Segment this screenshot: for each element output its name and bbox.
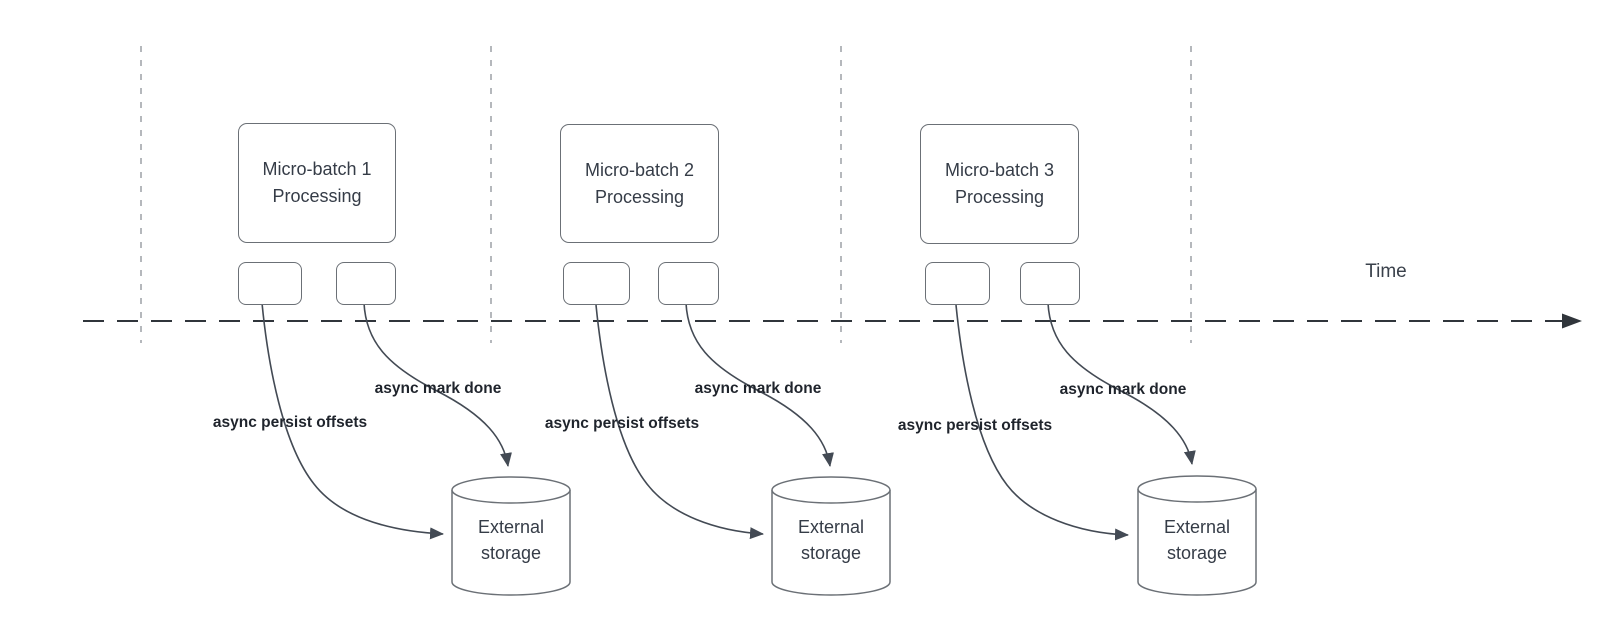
external-storage-label-3: External storage	[1163, 517, 1231, 563]
persist-offsets-label-1: async persist offsets	[212, 414, 368, 431]
offset-chip-1a	[238, 262, 302, 305]
offset-chip-3b	[1020, 262, 1080, 305]
persist-offsets-arrow-2	[595, 304, 764, 540]
storage-cylinder-3	[1137, 475, 1257, 596]
mark-done-arrow-1	[363, 302, 512, 467]
offset-chip-2b	[658, 262, 719, 305]
micro-batch-1-processing-label: Micro-batch 1 Processing	[262, 159, 372, 206]
offset-chip-3a	[925, 262, 990, 305]
micro-batch-2-processing-box: Micro-batch 2 Processing	[560, 124, 719, 243]
mark-done-arrow-2	[685, 302, 834, 467]
persist-offsets-arrow-1	[261, 302, 444, 540]
persist-offsets-arrow-3	[955, 304, 1129, 541]
micro-batch-3-processing-label: Micro-batch 3 Processing	[944, 160, 1055, 207]
timeline-arrowhead-icon	[1562, 313, 1582, 329]
offset-chip-1b	[336, 262, 396, 305]
offset-chip-2a	[563, 262, 630, 305]
external-storage-label-1: External storage	[477, 517, 545, 563]
time-axis-label: Time	[1365, 261, 1407, 282]
external-storage-label-2: External storage	[797, 517, 865, 563]
mark-done-label-3: async mark done	[1059, 381, 1187, 398]
mark-done-label-1: async mark done	[374, 380, 502, 397]
persist-offsets-label-3: async persist offsets	[897, 417, 1053, 434]
micro-batch-1-processing-box: Micro-batch 1 Processing	[238, 123, 396, 243]
micro-batch-3-processing-box: Micro-batch 3 Processing	[920, 124, 1079, 244]
micro-batch-2-processing-label: Micro-batch 2 Processing	[584, 159, 695, 207]
mark-done-label-2: async mark done	[694, 380, 822, 397]
persist-offsets-label-2: async persist offsets	[544, 415, 700, 432]
storage-cylinder-1	[451, 476, 571, 596]
storage-cylinder-2	[771, 476, 891, 596]
mark-done-arrow-3	[1047, 302, 1196, 465]
